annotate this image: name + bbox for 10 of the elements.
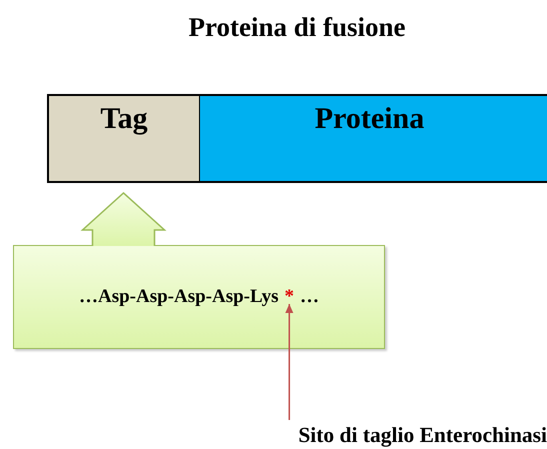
tag-segment: Tag: [47, 94, 200, 183]
site-label: Sito di taglio Enterochinasi: [158, 423, 547, 448]
sequence-callout: [13, 245, 385, 349]
arrow: [285, 304, 294, 420]
sequence-text: …: [300, 286, 320, 308]
title: Proteina di fusione: [187, 12, 406, 43]
cleavage-asterisk: *: [284, 286, 294, 308]
protein-segment: Proteina: [199, 94, 547, 183]
block-arrow: [80, 192, 166, 247]
sequence-text: …Asp-Asp-Asp-Asp-Lys: [78, 286, 279, 308]
